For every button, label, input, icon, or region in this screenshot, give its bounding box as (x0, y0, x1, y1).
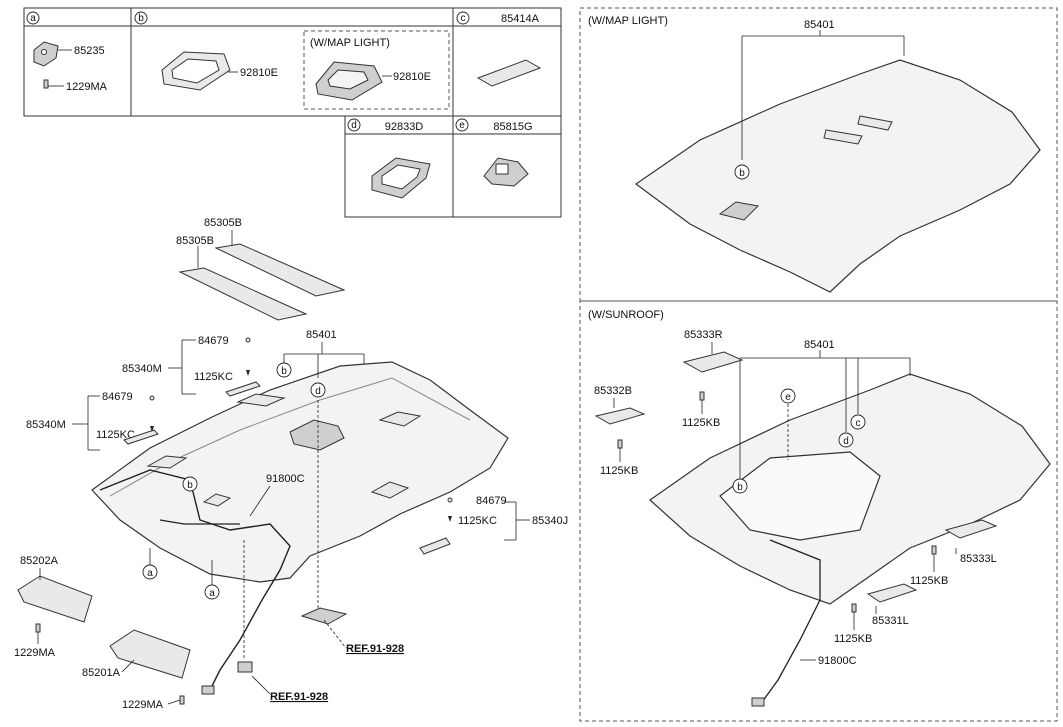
part-91800c-main: 91800C (266, 473, 305, 485)
part-1125kb-l2: 1125KB (834, 633, 872, 645)
callout-d-sunroof: d (843, 436, 849, 447)
part-85331l: 85331L (872, 615, 909, 627)
part-1125kc-right: 1125KC (458, 515, 497, 527)
callout-b-main-top: b (281, 366, 287, 377)
sunroof-title: (W/SUNROOF) (588, 309, 664, 321)
legend-part-85235: 85235 (74, 45, 105, 57)
visor-right (109, 629, 191, 679)
legend-part-92810e: 92810E (240, 67, 278, 79)
callout-a-main-left: a (147, 568, 153, 579)
grip-recess-right (378, 411, 422, 427)
part-85332b: 85332B (594, 385, 632, 397)
callout-b-main-left: b (187, 480, 193, 491)
legend-letter-e: e (459, 120, 465, 131)
screw-part (43, 79, 49, 89)
wiring-sunroof (761, 539, 821, 703)
callout-e-sunroof: e (785, 392, 791, 403)
part-85401-map-light: 85401 (804, 19, 835, 31)
headliner-main (91, 361, 509, 583)
visor-left (17, 575, 93, 623)
part-84679-left: 84679 (102, 391, 133, 403)
cover-85333r (682, 351, 744, 373)
legend-table: a b c 85414A d 92833D e 85815G 85235 122… (23, 7, 562, 218)
part-85401-sunroof: 85401 (804, 339, 835, 351)
part-1125kb-l: 1125KB (910, 575, 948, 587)
callout-a-main-right: a (209, 588, 215, 599)
part-85305b-b: 85305B (176, 235, 214, 247)
part-1125kb-b: 1125KB (600, 465, 638, 477)
legend-part-85414a: 85414A (501, 13, 540, 25)
part-85340j: 85340J (532, 515, 568, 527)
room-lamp (300, 607, 348, 625)
part-85305b-a: 85305B (204, 217, 242, 229)
callout-d-main: d (315, 386, 321, 397)
main-diagram: 85305B 85305B 85401 84679 85340M 1125KC (14, 217, 568, 711)
grip-right-handle (419, 537, 451, 555)
lamp-recess-right (370, 481, 410, 499)
cover-85332b (594, 407, 646, 425)
legend-part-85815g: 85815G (493, 121, 532, 133)
pad-part (476, 59, 542, 87)
map-light-panel: (W/MAP LIGHT) 85401 b (588, 15, 1041, 293)
wiring-connector (201, 685, 215, 695)
sunroof-panel-frame (579, 300, 1058, 722)
part-1125kc-left: 1125KC (96, 429, 135, 441)
map-light-title: (W/MAP LIGHT) (588, 15, 668, 27)
part-85340m-left: 85340M (26, 419, 66, 431)
part-84679-upper: 84679 (198, 335, 229, 347)
callout-b-map-light: b (739, 168, 745, 179)
grip-recess-upper (236, 393, 286, 407)
sunroof-panel: (W/SUNROOF) 85401 e d c b 85333R 1125KB … (588, 309, 1051, 707)
sunroof-opening (719, 451, 881, 541)
grip-left-handle (123, 429, 159, 445)
callout-c-sunroof: c (856, 418, 861, 429)
wiring-harness (99, 469, 291, 691)
grip-recess-left (146, 455, 188, 469)
room-lamp-connector (237, 661, 253, 673)
ref-91-928-upper[interactable]: REF.91-928 (346, 643, 404, 655)
legend-part-92833d: 92833D (385, 121, 424, 133)
part-85401-main: 85401 (306, 329, 337, 341)
cover-85333l (944, 519, 998, 539)
cover-85331l (866, 583, 918, 603)
part-85340m-upper: 85340M (122, 363, 162, 375)
grip-upper-handle (225, 381, 261, 397)
callout-b-sunroof: b (737, 482, 743, 493)
legend-variant-title: (W/MAP LIGHT) (310, 37, 390, 49)
console-recess (289, 419, 345, 451)
legend-variant-part-92810e: 92810E (393, 71, 431, 83)
part-85201a: 85201A (82, 667, 121, 679)
map-light-opening (718, 201, 760, 221)
part-91800c-sunroof: 91800C (818, 655, 857, 667)
legend-letter-b: b (138, 13, 144, 24)
part-1229ma-left: 1229MA (14, 647, 56, 659)
legend-part-1229ma: 1229MA (66, 81, 108, 93)
pad-block (202, 493, 232, 507)
legend-letter-d: d (351, 120, 357, 131)
legend-letter-c: c (461, 13, 466, 24)
legend-letter-a: a (30, 13, 36, 24)
part-85202a: 85202A (20, 555, 59, 567)
part-84679-right: 84679 (476, 495, 507, 507)
headliner-map-light (634, 59, 1041, 293)
part-1125kb-r: 1125KB (682, 417, 720, 429)
part-1229ma-right: 1229MA (122, 699, 164, 711)
part-85333r: 85333R (684, 329, 723, 341)
ref-91-928-lower[interactable]: REF.91-928 (270, 691, 328, 703)
sunstrip-lower (178, 267, 308, 321)
part-85333l: 85333L (960, 553, 997, 565)
part-1125kc-upper: 1125KC (194, 371, 233, 383)
